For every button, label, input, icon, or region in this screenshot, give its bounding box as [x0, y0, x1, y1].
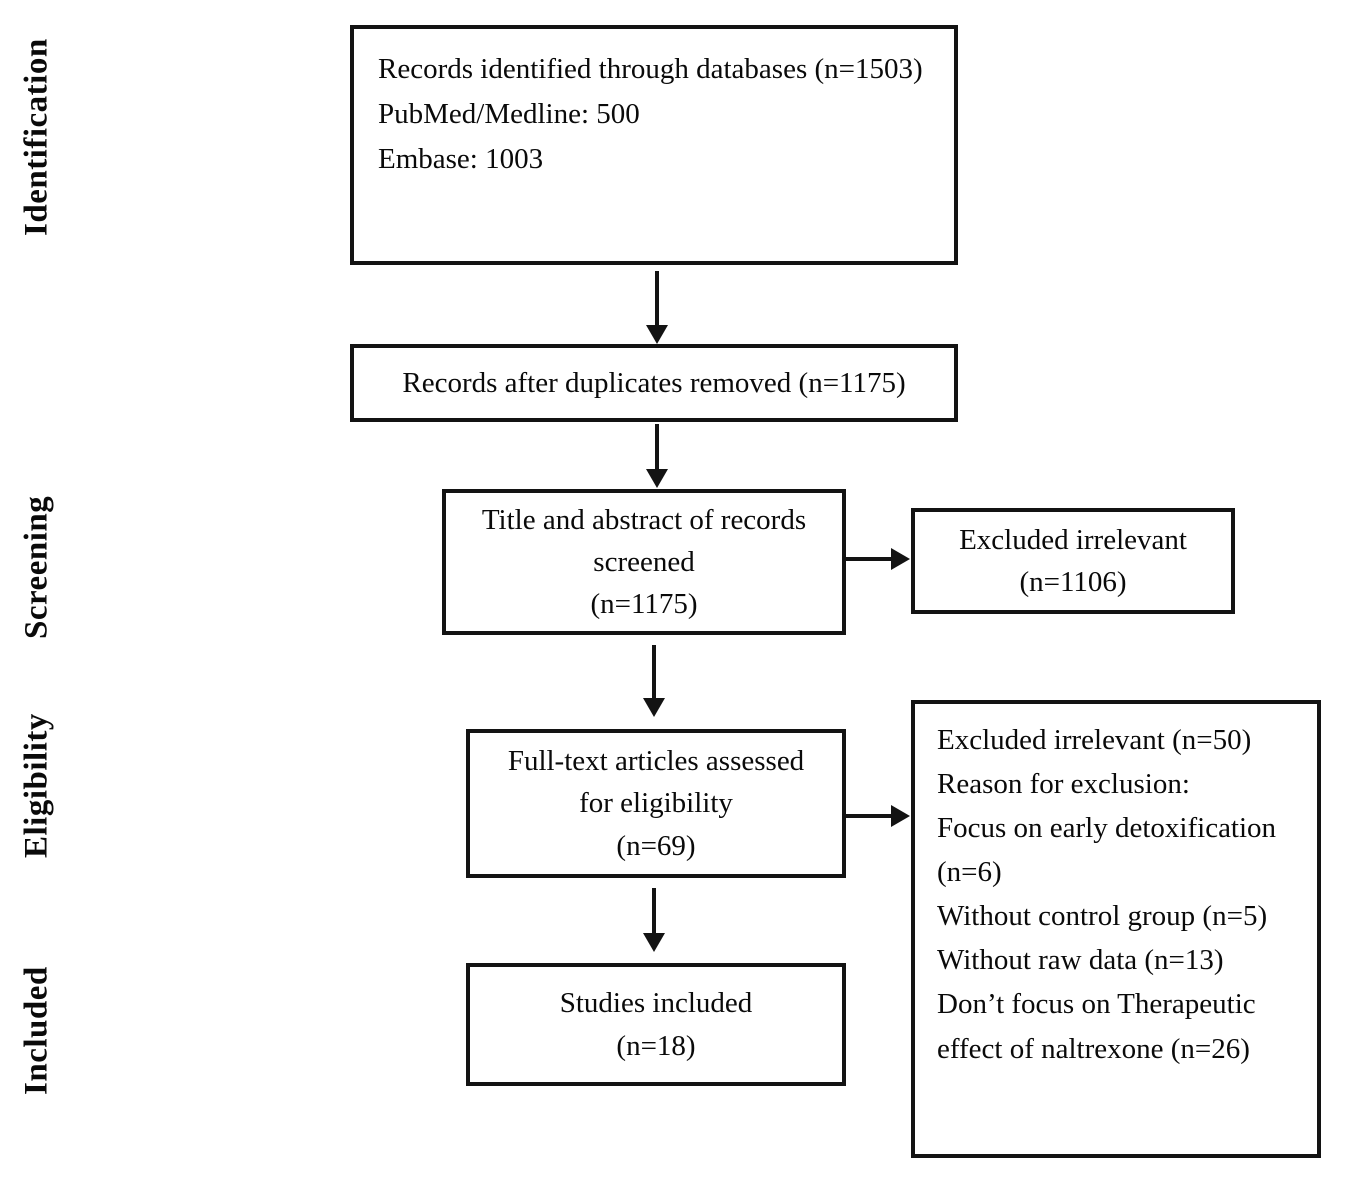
box-excluded-screening: Excluded irrelevant (n=1106)	[911, 508, 1235, 614]
text-line: Without control group (n=5)	[937, 900, 1268, 933]
arrow-screened-to-excluded	[846, 548, 910, 570]
arrow-duplicates-to-screened	[646, 424, 668, 488]
box-fulltext-assessed: Full-text articles assessed for eligibil…	[466, 729, 846, 878]
arrow-head-down-icon	[646, 469, 668, 488]
arrow-shaft	[652, 645, 656, 700]
arrow-shaft	[846, 814, 894, 818]
arrow-fulltext-to-included	[643, 888, 665, 952]
box-title-abstract-screened: Title and abstract of records screened (…	[442, 489, 846, 635]
stage-label-eligibility: Eligibility	[18, 713, 55, 858]
arrow-fulltext-to-excluded	[846, 805, 910, 827]
stage-label-screening: Screening	[18, 495, 55, 639]
text-line: PubMed/Medline: 500	[378, 97, 640, 130]
arrow-head-down-icon	[643, 698, 665, 717]
text-line: effect of naltrexone (n=26)	[937, 1032, 1250, 1065]
text-line: Embase: 1003	[378, 142, 544, 175]
text-line: (n=1175)	[590, 588, 698, 621]
arrow-head-right-icon	[891, 548, 910, 570]
text-line: Records after duplicates removed (n=1175…	[402, 366, 906, 399]
text-line: Without raw data (n=13)	[937, 944, 1224, 977]
box-studies-included: Studies included (n=18)	[466, 963, 846, 1086]
text-line: for eligibility	[579, 787, 733, 820]
box-duplicates-removed: Records after duplicates removed (n=1175…	[350, 344, 958, 422]
text-line: (n=69)	[616, 829, 696, 862]
box-excluded-eligibility: Excluded irrelevant (n=50) Reason for ex…	[911, 700, 1321, 1158]
text-line: Reason for exclusion:	[937, 768, 1190, 801]
text-line: (n=6)	[937, 856, 1002, 889]
text-line: Full-text articles assessed	[507, 745, 805, 778]
arrow-shaft	[655, 271, 659, 327]
text-line: (n=18)	[616, 1029, 696, 1062]
arrow-head-right-icon	[891, 805, 910, 827]
arrow-head-down-icon	[646, 325, 668, 344]
arrow-shaft	[652, 888, 656, 935]
stage-label-identification: Identification	[18, 38, 55, 237]
arrow-shaft	[655, 424, 659, 471]
text-line: (n=1106)	[1019, 566, 1127, 598]
text-line: Don’t focus on Therapeutic	[937, 988, 1256, 1021]
text-line: Focus on early detoxification	[937, 812, 1277, 845]
arrow-shaft	[846, 557, 894, 561]
text-line: screened	[593, 545, 695, 578]
text-line: Excluded irrelevant	[959, 523, 1187, 556]
arrow-screened-to-fulltext	[643, 645, 665, 717]
stage-label-included: Included	[18, 966, 55, 1096]
text-line: Records identified through databases (n=…	[378, 53, 923, 85]
text-line: Title and abstract of records	[481, 503, 807, 536]
box-records-identified: Records identified through databases (n=…	[350, 25, 958, 265]
text-line: Excluded irrelevant (n=50)	[937, 724, 1252, 756]
arrow-identified-to-duplicates	[646, 271, 668, 344]
text-line: Studies included	[559, 987, 753, 1020]
arrow-head-down-icon	[643, 933, 665, 952]
